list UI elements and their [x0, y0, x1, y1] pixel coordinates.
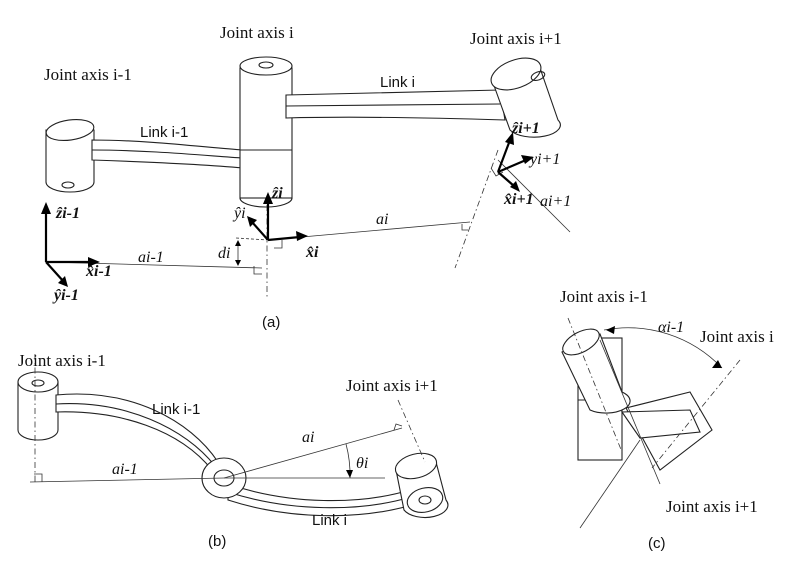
label-joint-axis-i-plus-1-c: Joint axis i+1	[666, 497, 758, 516]
joint-cylinder-i-minus-1-b	[17, 371, 59, 441]
param-d-i: di	[218, 245, 230, 262]
sym-y-i-plus-1: yi+1	[528, 151, 560, 168]
label-link-i-a: Link i	[380, 74, 415, 91]
param-a-i-plus-1: ai+1	[540, 193, 571, 210]
param-alpha-i-minus-1: αi-1	[658, 319, 684, 336]
param-theta-i: θi	[356, 455, 368, 472]
sym-y-i: ŷi	[232, 205, 246, 222]
param-a-i-b: ai	[302, 429, 314, 446]
joint-cylinder-i-plus-1-b	[394, 452, 449, 519]
link-i-minus-1-shape	[91, 139, 244, 169]
param-a-i-a: ai	[376, 211, 388, 228]
panel-c: Joint axis i-1 Joint axis i Joint axis i…	[560, 287, 774, 552]
label-joint-axis-i-minus-1-b: Joint axis i-1	[18, 351, 106, 370]
joint-cylinder-i-plus-1	[490, 57, 561, 138]
joint-cylinder-i-minus-1	[45, 118, 95, 193]
label-joint-axis-i-plus-1-a: Joint axis i+1	[470, 29, 562, 48]
sym-y-i-minus-1: ŷi-1	[52, 287, 79, 304]
sym-z-i-plus-1: ẑi+1	[511, 120, 540, 137]
caption-b: (b)	[208, 533, 226, 550]
label-joint-axis-i-minus-1-a: Joint axis i-1	[44, 65, 132, 84]
panel-b: Joint axis i-1 Joint axis i+1 Link i-1 L…	[17, 351, 449, 550]
label-joint-axis-i-c: Joint axis i	[700, 327, 774, 346]
caption-c: (c)	[648, 535, 666, 552]
label-joint-axis-i-plus-1-b: Joint axis i+1	[346, 376, 438, 395]
param-a-i-minus-1-a: ai-1	[138, 249, 164, 266]
joint-cylinder-i-minus-1-c	[561, 328, 631, 414]
label-joint-axis-i-minus-1-c: Joint axis i-1	[560, 287, 648, 306]
sym-x-i-plus-1: x̂i+1	[503, 191, 534, 208]
sym-z-i: ẑi	[271, 185, 283, 202]
label-joint-axis-i-a: Joint axis i	[220, 23, 294, 42]
caption-a: (a)	[262, 314, 280, 331]
frame-i	[247, 192, 308, 242]
sym-z-i-minus-1: ẑi-1	[55, 205, 80, 222]
joint-column-i	[239, 56, 293, 208]
link-i-shape	[285, 89, 506, 121]
label-link-i-b: Link i	[312, 512, 347, 529]
sym-x-i-minus-1: x̂i-1	[85, 263, 112, 280]
label-link-i-minus-1-b: Link i-1	[152, 401, 200, 418]
frame-i-plus-1	[496, 132, 534, 192]
sym-x-i: x̂i	[305, 244, 319, 261]
param-a-i-minus-1-b: ai-1	[112, 461, 138, 478]
label-link-i-minus-1-a: Link i-1	[140, 124, 188, 141]
panel-a: Joint axis i Joint axis i-1 Joint axis i…	[41, 23, 571, 331]
frame-i-minus-1	[41, 202, 100, 287]
